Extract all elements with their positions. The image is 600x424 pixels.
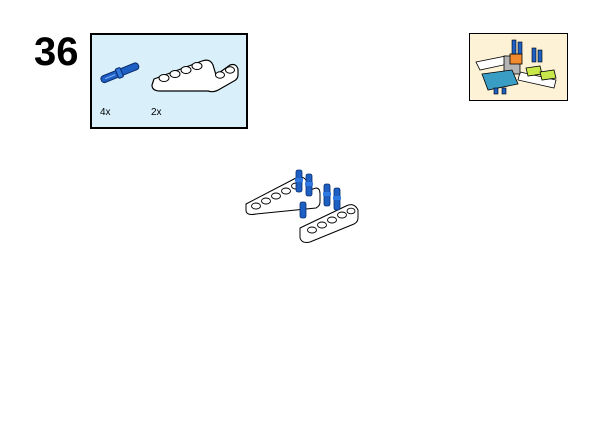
- current-assembly-panel: [236, 164, 366, 253]
- pin-count: 4x: [100, 107, 111, 118]
- current-assembly-icon: [245, 169, 359, 243]
- model-preview-icon: [475, 39, 557, 95]
- beam-count: 2x: [151, 107, 162, 118]
- l-beam-icon: [151, 59, 239, 93]
- parts-list-graphics: [100, 59, 239, 93]
- parts-list-panel: 4x 2x: [90, 33, 248, 129]
- pin-icon: [100, 62, 140, 84]
- step-number: 36: [34, 30, 79, 74]
- model-preview-panel: [469, 33, 568, 101]
